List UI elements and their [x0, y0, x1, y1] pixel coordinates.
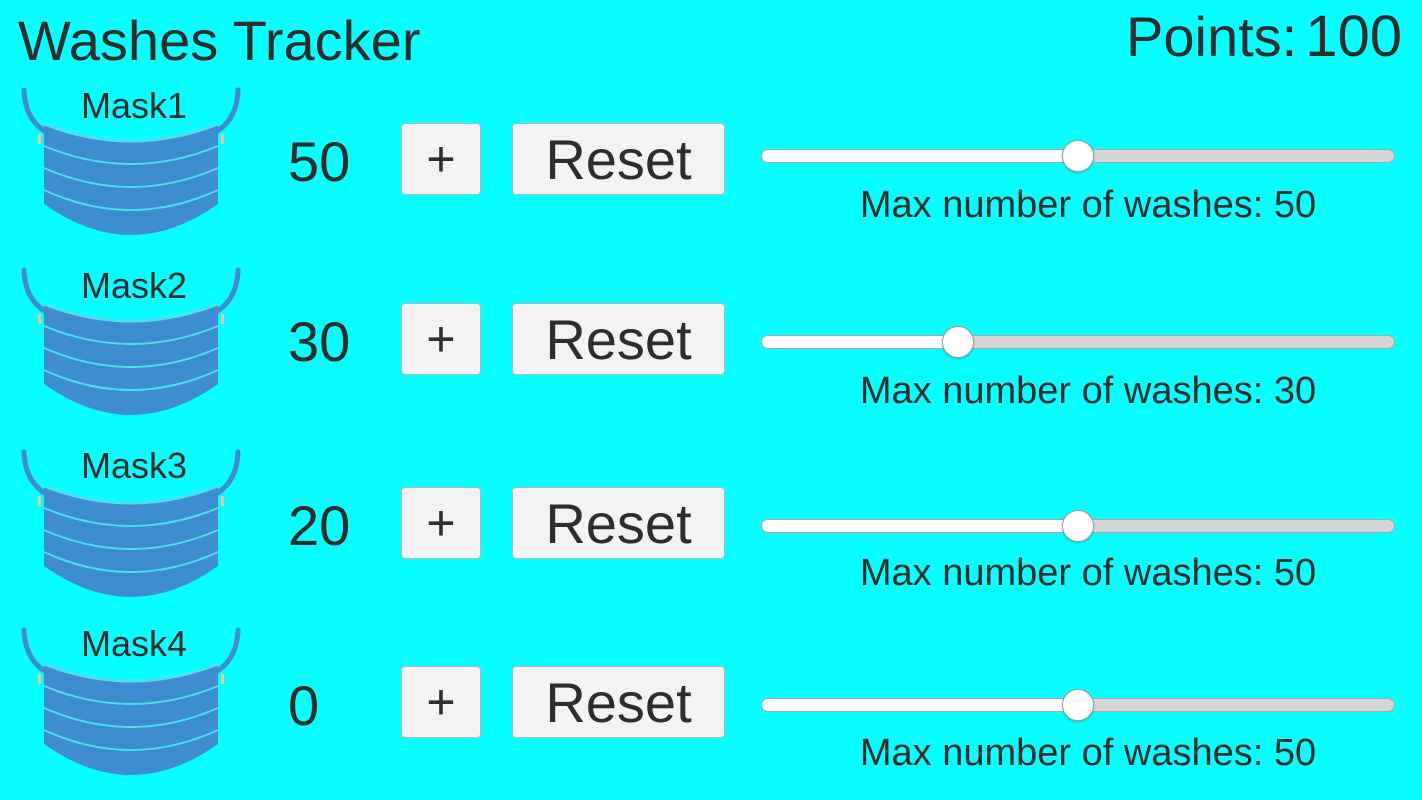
- reset-button[interactable]: Reset: [512, 487, 725, 559]
- slider-thumb[interactable]: [1062, 140, 1094, 172]
- wash-count: 50: [288, 130, 351, 193]
- mask-name: Mask4: [80, 623, 188, 664]
- points-value: 100: [1305, 4, 1402, 69]
- mask-icon: [20, 262, 242, 422]
- wash-count: 0: [288, 674, 320, 737]
- slider-fill: [761, 519, 1078, 533]
- increment-button[interactable]: +: [401, 666, 481, 738]
- slider-fill: [761, 698, 1078, 712]
- mask-name: Mask3: [80, 445, 188, 486]
- mask-icon: [20, 444, 242, 604]
- max-washes-slider[interactable]: [761, 140, 1395, 172]
- wash-count: 20: [288, 494, 351, 557]
- mask-row-3: Mask3 20 + Reset Max number of washes: 5…: [0, 444, 1422, 624]
- reset-button[interactable]: Reset: [512, 123, 725, 195]
- max-washes-label: Max number of washes: 50: [859, 732, 1317, 774]
- max-washes-label: Max number of washes: 30: [859, 370, 1317, 412]
- wash-count: 30: [288, 310, 351, 373]
- points-display: Points: 100: [1126, 4, 1402, 70]
- max-washes-label: Max number of washes: 50: [859, 184, 1317, 226]
- reset-button[interactable]: Reset: [512, 666, 725, 738]
- app-title: Washes Tracker: [18, 9, 421, 72]
- slider-thumb[interactable]: [941, 326, 974, 358]
- mask-icon: [20, 82, 242, 242]
- slider-fill: [761, 149, 1078, 163]
- mask-icon: [20, 622, 242, 782]
- increment-button[interactable]: +: [401, 303, 481, 375]
- reset-button[interactable]: Reset: [512, 303, 725, 375]
- slider-fill: [761, 335, 958, 349]
- mask-row-1: Mask1 50 + Reset Max number of washes: 5…: [0, 82, 1422, 262]
- max-washes-slider[interactable]: [761, 510, 1395, 542]
- slider-thumb[interactable]: [1062, 689, 1094, 721]
- max-washes-label: Max number of washes: 50: [859, 552, 1317, 594]
- increment-button[interactable]: +: [401, 123, 481, 195]
- points-label: Points:: [1126, 5, 1298, 68]
- max-washes-slider[interactable]: [761, 689, 1395, 721]
- mask-name: Mask2: [80, 265, 188, 306]
- increment-button[interactable]: +: [401, 487, 481, 559]
- slider-thumb[interactable]: [1062, 510, 1094, 542]
- mask-name: Mask1: [80, 85, 188, 126]
- max-washes-slider[interactable]: [761, 326, 1395, 358]
- mask-row-4: Mask4 0 + Reset Max number of washes: 50: [0, 622, 1422, 800]
- mask-row-2: Mask2 30 + Reset Max number of washes: 3…: [0, 262, 1422, 442]
